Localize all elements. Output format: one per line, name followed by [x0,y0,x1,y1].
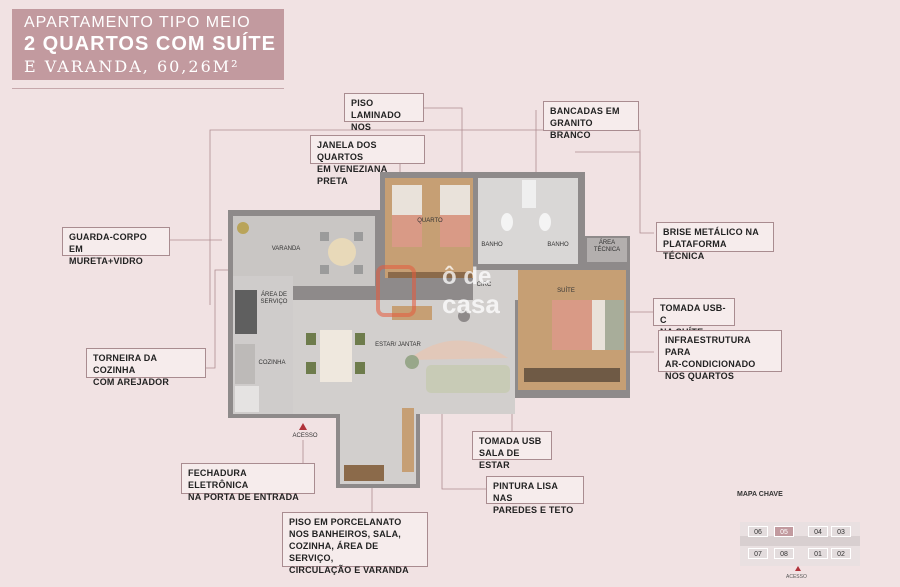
callout-torneira: TORNEIRA DA COZINHA COM AREJADOR [86,348,206,387]
label-quarto: QUARTO [417,218,443,224]
label-area-tecnica: ÁREA TÉCNICA [593,240,621,253]
key-map-access-label: ACESSO [786,574,807,580]
label-acesso: ACESSO [292,433,317,439]
key-map-unit-03: 03 [831,526,851,537]
key-map-unit-05: 05 [774,526,794,537]
title-block: APARTAMENTO TIPO MEIO 2 QUARTOS COM SUÍT… [12,9,284,80]
key-map-unit-02: 02 [831,548,851,559]
callout-piso-porcelanato: PISO EM PORCELANATO NOS BANHEIROS, SALA,… [282,512,428,575]
key-map-unit-01: 01 [808,548,828,559]
title-line-1: APARTAMENTO TIPO MEIO [24,14,251,31]
label-banho-1: BANHO [481,242,503,248]
key-map-unit-08: 08 [774,548,794,559]
plan-furniture [235,180,624,481]
callout-janela: JANELA DOS QUARTOS EM VENEZIANA PRETA [310,135,425,186]
callout-infra: INFRAESTRUTURA PARA AR-CONDICIONADO NOS … [658,330,782,381]
callout-tomada-usbc: TOMADA USB-C NA SUÍTE [653,298,735,337]
callout-fechadura: FECHADURA ELETRÔNICA NA PORTA DE ENTRADA [181,463,315,502]
label-cozinha: COZINHA [259,360,286,366]
key-map-title: MAPA CHAVE [737,491,783,498]
title-line-3: E VARANDA, 60,26M² [24,57,240,76]
callout-guarda-corpo: GUARDA-CORPO EM MURETA+VIDRO [62,227,170,266]
callout-piso-laminado: PISO LAMINADO NOS QUARTOS [344,93,424,144]
callout-bancadas: BANCADAS EM GRANITO BRANCO [543,101,639,140]
callout-brise: BRISE METÁLICO NA PLATAFORMA TÉCNICA [656,222,774,261]
label-area-servico: ÁREA DE SERVIÇO [260,292,288,305]
key-map-unit-04: 04 [808,526,828,537]
label-banho-2: BANHO [547,242,569,248]
callout-tomada-usb: TOMADA USB SALA DE ESTAR [472,431,552,470]
room-labels: QUARTO BANHO BANHO VARANDA CIRC SUÍTE ES… [259,218,575,439]
title-line-2: 2 QUARTOS COM SUÍTE [24,33,276,55]
key-map-unit-06: 06 [748,526,768,537]
key-map-access-arrow [795,566,801,571]
watermark-text-1: ô de [442,263,492,290]
watermark-text-2: casa [442,289,500,319]
label-estar-jantar: ESTAR/ JANTAR [375,342,421,348]
title-divider [12,88,284,89]
watermark-logo: ô de casa [376,263,536,323]
label-circ: CIRC [477,282,492,288]
key-map-unit-07: 07 [748,548,768,559]
label-varanda: VARANDA [272,246,301,252]
label-suite: SUÍTE [557,287,575,294]
callout-pintura: PINTURA LISA NAS PAREDES E TETO [486,476,584,515]
